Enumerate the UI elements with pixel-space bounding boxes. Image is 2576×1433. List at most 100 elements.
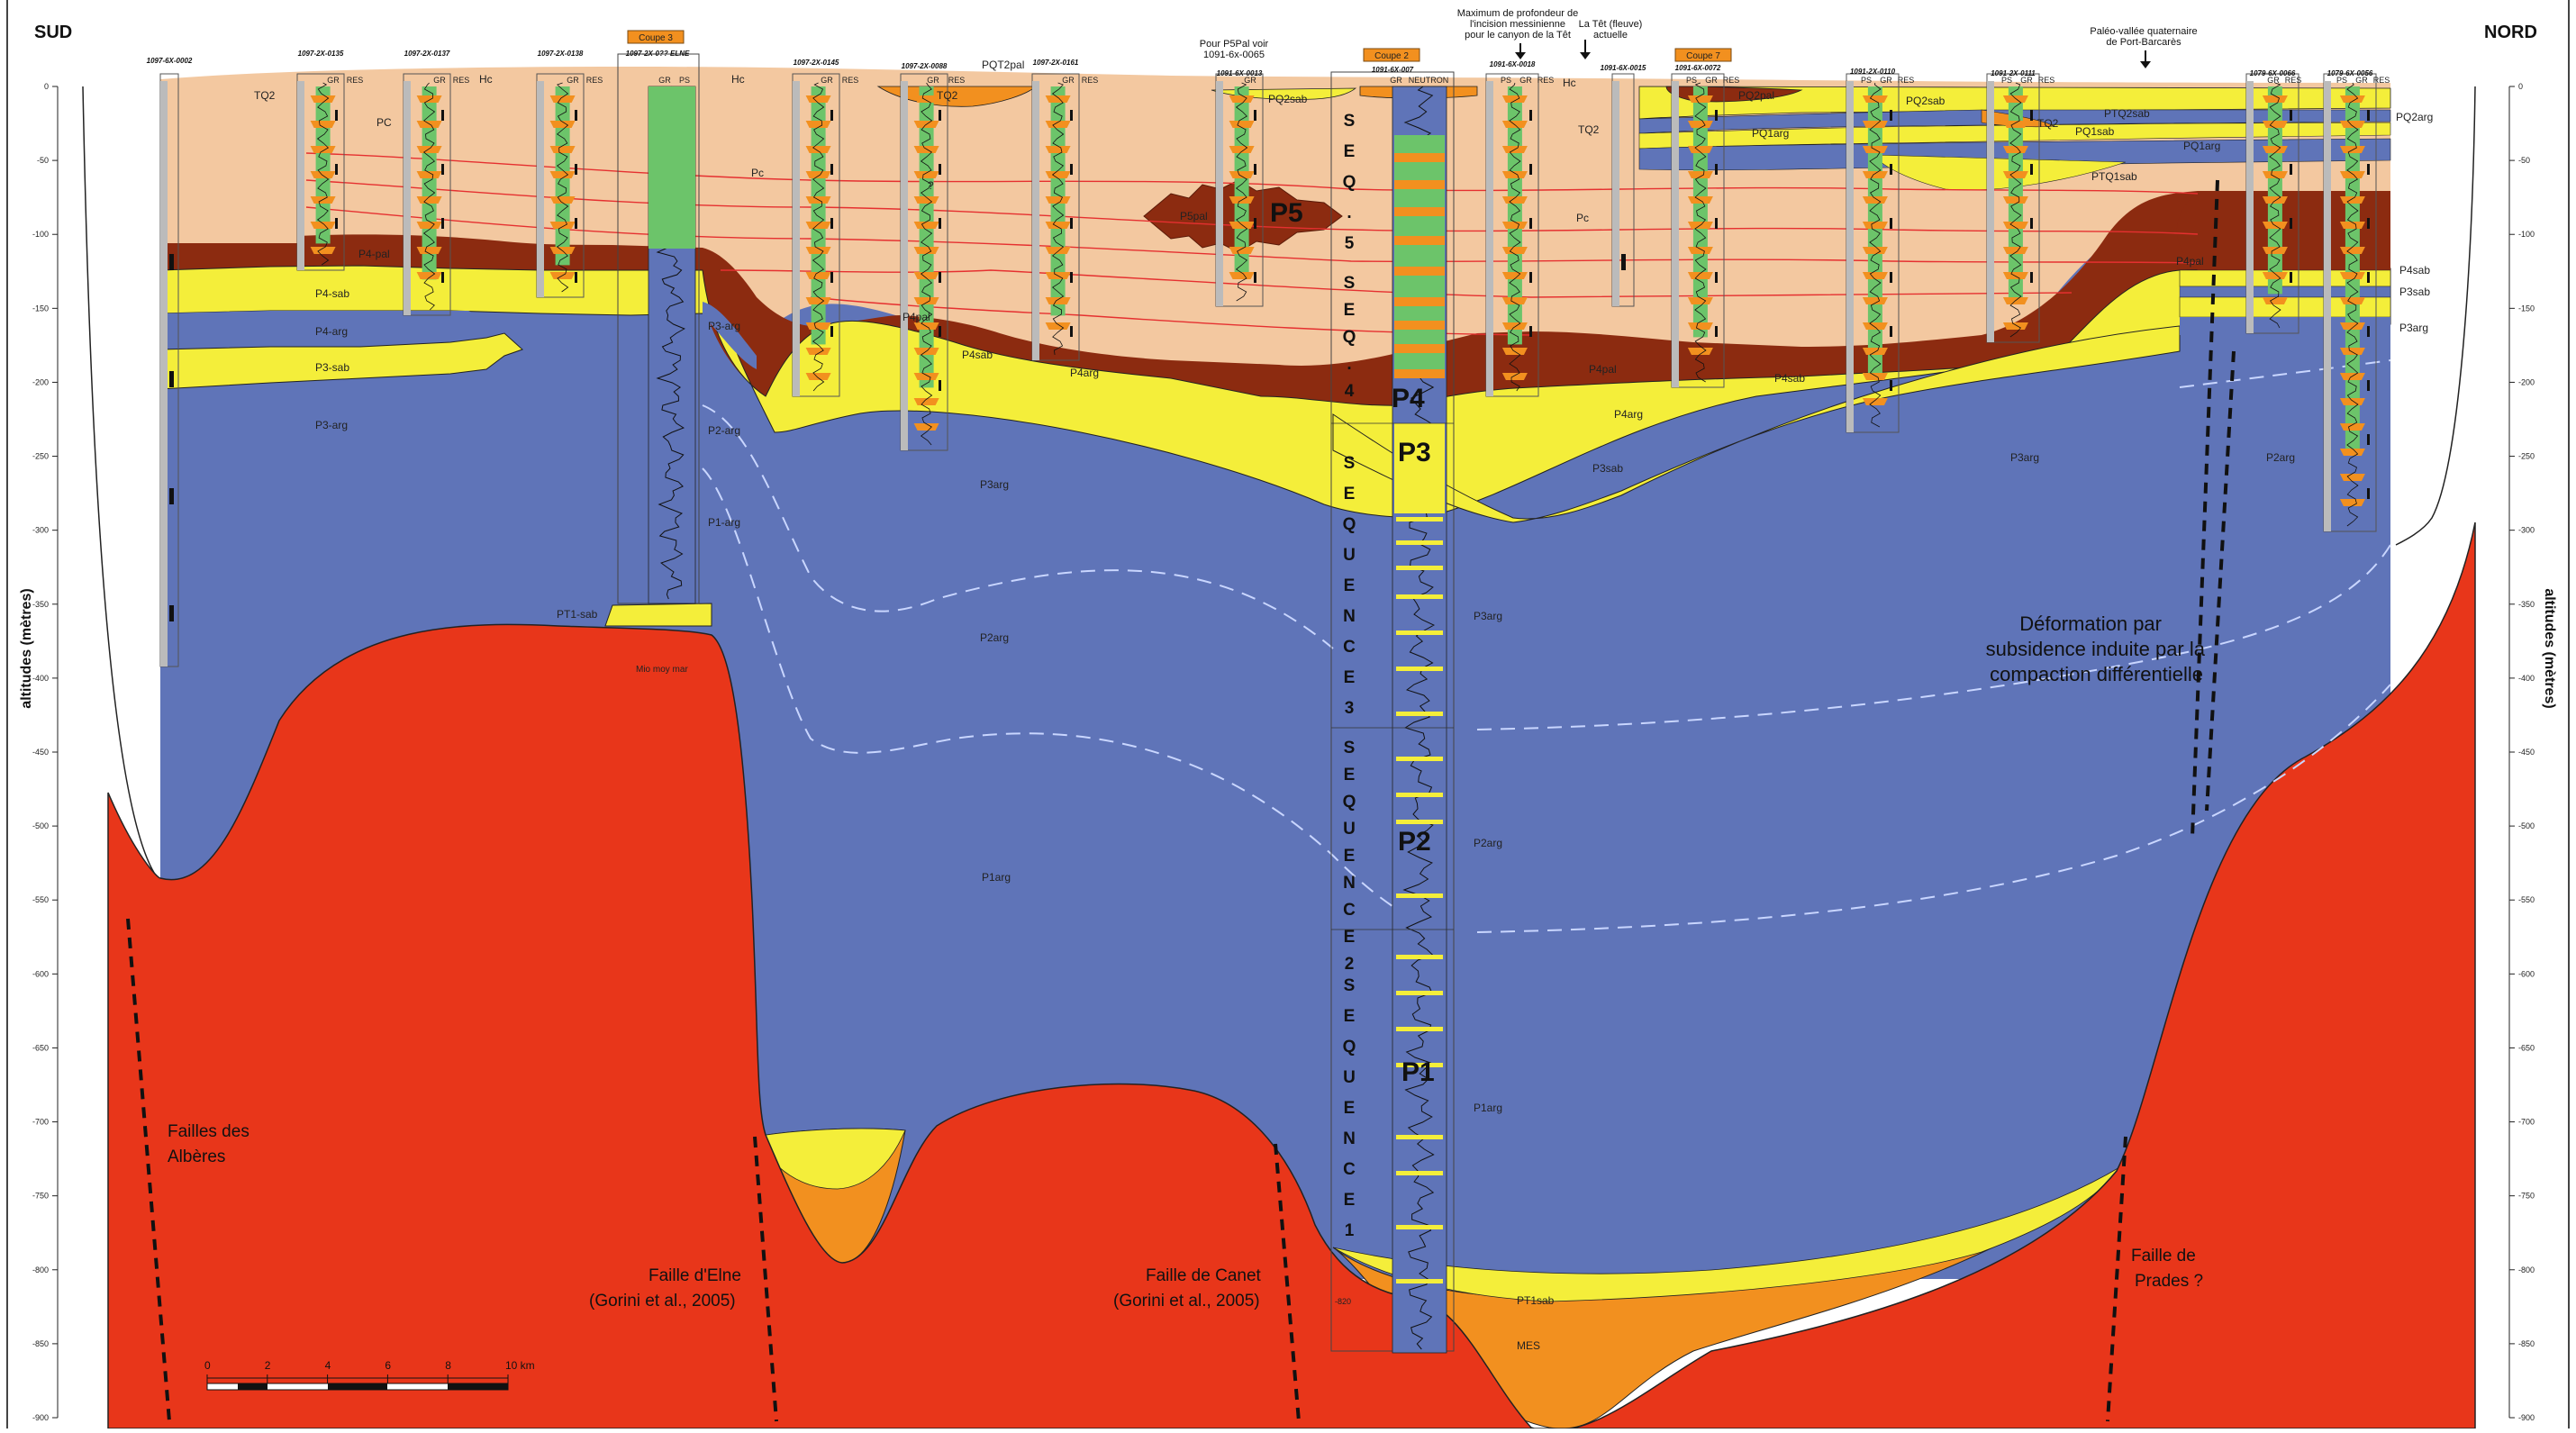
fault-elne-label-2: (Gorini et al., 2005) — [589, 1292, 736, 1311]
well-name-w2: 1097-2X-0135 — [298, 50, 344, 58]
well-lithology-strip — [1032, 81, 1039, 360]
central-sand-mark — [1396, 667, 1443, 671]
right-tick-label: -750 — [2518, 1192, 2535, 1201]
fault-canet-label-1: Faille de Canet — [1146, 1266, 1262, 1285]
log-header-res: RES — [2038, 76, 2055, 85]
sequence-letter: 5 — [1345, 234, 1355, 253]
log-header-neutron: NEUTRON — [1409, 76, 1449, 85]
unit-p4sab-right: P4sab — [1774, 372, 1805, 385]
well-black-mark — [2367, 434, 2370, 445]
well-black-mark — [335, 110, 338, 121]
well-sand-pulse — [2263, 121, 2288, 128]
log-header-res: RES — [1537, 76, 1555, 85]
well-black-mark — [2367, 110, 2370, 121]
well-black-mark — [1254, 110, 1256, 121]
sequence-letter: E — [1344, 142, 1356, 161]
pt1sab-left — [605, 603, 712, 626]
unit-p3arg-well: P3-arg — [708, 320, 740, 332]
log-header-gr: GR — [2020, 76, 2033, 85]
central-sand-mark — [1396, 540, 1443, 545]
well-lithology-strip — [297, 81, 304, 270]
left-tick-label: -350 — [32, 600, 49, 609]
sequence-letter: N — [1343, 1129, 1356, 1148]
unit-p4pal-mid: P4pal — [903, 311, 930, 323]
central-sand-mark — [1396, 1279, 1443, 1283]
sequence-letter: E — [1344, 485, 1356, 503]
well-sand-pulse — [1863, 398, 1888, 405]
label-p1-big: P1 — [1401, 1057, 1435, 1087]
well-sand-pulse — [417, 247, 442, 254]
unit-p2arg-rc: P2arg — [1474, 837, 1502, 849]
unit-pt1sab-left: PT1-sab — [557, 608, 598, 621]
sequence-letter: . — [1347, 355, 1351, 374]
well-sand-pulse — [806, 95, 831, 103]
central-sand-mark — [1396, 793, 1443, 797]
central-p3-sand — [1394, 423, 1445, 513]
well-black-mark — [1070, 218, 1073, 229]
sequence-letter: S — [1344, 454, 1356, 473]
elne-gr-green — [649, 86, 695, 249]
unit-p3sab-north: P3sab — [2399, 286, 2430, 298]
unit-p4pal-north: P4pal — [2176, 255, 2204, 268]
log-header-gr: GR — [1519, 76, 1532, 85]
left-tick-label: -850 — [32, 1339, 49, 1348]
left-tick-label: -100 — [32, 230, 49, 239]
well-black-mark — [2290, 164, 2292, 175]
unit-p3arg-rr: P3arg — [2010, 451, 2039, 464]
log-header-res: RES — [1898, 76, 1915, 85]
well-sand-pulse — [1229, 121, 1255, 128]
well-black-mark — [1890, 218, 1892, 229]
central-sand-mark — [1396, 893, 1443, 898]
central-orange-mark — [1394, 344, 1445, 353]
well-black-mark — [441, 272, 444, 283]
well-black-mark — [939, 218, 941, 229]
unit-pq1sab: PQ1sab — [2075, 125, 2115, 138]
unit-pc-b: Pc — [751, 167, 764, 179]
well-black-mark — [1529, 218, 1532, 229]
well-sand-pulse — [2340, 449, 2365, 456]
left-tick-label: -900 — [32, 1413, 49, 1422]
unit-p5pal: P5pal — [1180, 210, 1208, 222]
well-sand-pulse — [2263, 247, 2288, 254]
unit-p3arg-rc: P3arg — [1474, 610, 1502, 622]
right-tick-label: -100 — [2518, 230, 2535, 239]
scale-tick-label: 2 — [265, 1359, 271, 1372]
left-tick-label: -800 — [32, 1265, 49, 1274]
pc-left-column-fill — [160, 83, 297, 243]
well-sand-pulse — [2003, 272, 2028, 279]
unit-tq2-e: TQ2 — [2037, 117, 2059, 130]
well-black-mark — [1529, 164, 1532, 175]
well-sand-pulse — [2263, 146, 2288, 153]
well-sand-pulse — [1688, 196, 1713, 204]
well-black-mark — [1070, 164, 1073, 175]
well-black-mark — [1070, 110, 1073, 121]
well-black-mark — [2290, 218, 2292, 229]
well-name-w7: 1097-2X-0088 — [902, 62, 948, 70]
unit-hc-b: Hc — [731, 73, 745, 86]
well-sand-pulse — [2340, 247, 2365, 254]
sequence-letter: E — [1344, 766, 1356, 785]
well-black-mark — [1890, 164, 1892, 175]
right-tick-label: -900 — [2518, 1413, 2535, 1422]
well-sand-pulse — [1046, 196, 1071, 204]
sequence-letters: SEQ.5SEQ.4SEQUENCE3SEQUENCE2SEQUENCE1 — [1343, 112, 1356, 1240]
well-sand-pulse — [806, 373, 831, 380]
log-header-gr: GR — [567, 76, 579, 85]
well-black-mark — [1070, 326, 1073, 337]
well-black-mark — [1715, 110, 1718, 121]
well-sand-pulse — [311, 171, 336, 178]
well-black-mark — [939, 110, 941, 121]
deformation-line-1: Déformation par — [2019, 612, 2162, 635]
unit-pq1arg-b: PQ1arg — [2183, 140, 2220, 152]
right-tick-label: -300 — [2518, 526, 2535, 535]
well-name-w5: 1097-2X-0?? ELNE — [626, 50, 690, 58]
well-sand-pulse — [806, 297, 831, 304]
well-sand-pulse — [311, 222, 336, 229]
sequence-letter: E — [1344, 928, 1356, 947]
central-orange-mark — [1394, 297, 1445, 306]
well-sand-pulse — [914, 247, 939, 254]
log-header-gr: GR — [821, 76, 833, 85]
well-black-mark — [1890, 110, 1892, 121]
central-sand-mark — [1396, 1171, 1443, 1175]
well-sand-pulse — [1502, 121, 1528, 128]
